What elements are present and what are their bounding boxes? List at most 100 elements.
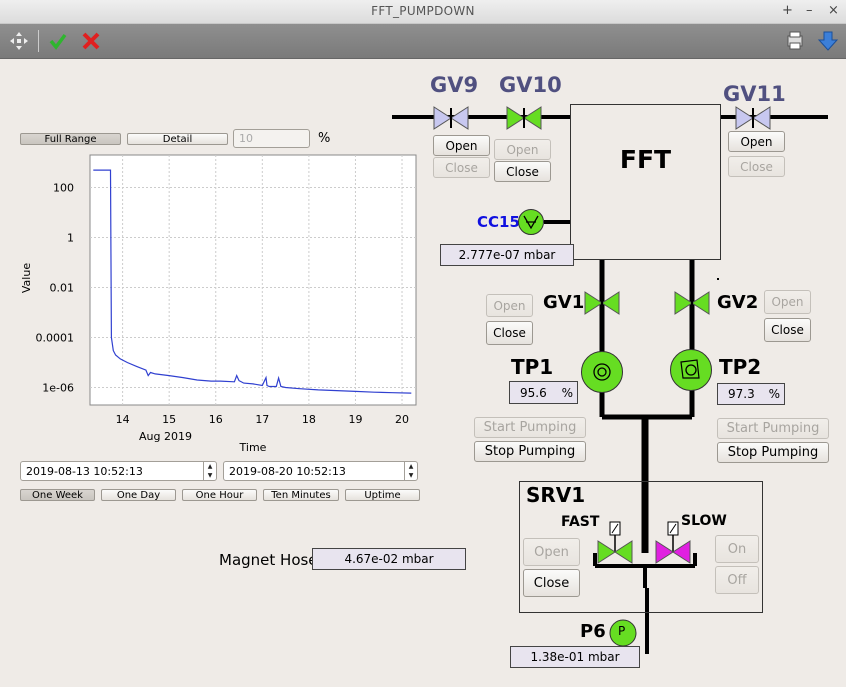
srv1-fast-valve-icon[interactable] [597, 520, 633, 564]
gv2-valve-icon[interactable] [674, 291, 710, 315]
srv1-fast-label: FAST [561, 514, 600, 530]
p6-label: P6 [580, 621, 606, 642]
gv11-label: GV11 [723, 82, 786, 106]
gv1-valve-icon[interactable] [584, 291, 620, 315]
close-icon[interactable] [80, 30, 102, 52]
full-range-button[interactable]: Full Range [20, 133, 121, 145]
gv10-open-button[interactable]: Open [494, 139, 551, 160]
cc15-label: CC15 [477, 213, 520, 231]
close-window-button[interactable]: × [828, 3, 839, 18]
tp2-start-button[interactable]: Start Pumping [717, 418, 829, 439]
end-time-input[interactable]: 2019-08-20 10:52:13 ▲▼ [223, 461, 418, 481]
gv9-label: GV9 [430, 73, 479, 97]
x-tick-label: 17 [255, 413, 269, 426]
maximize-button[interactable]: + [782, 3, 793, 18]
gv9-open-button[interactable]: Open [433, 135, 490, 156]
x-tick-label: 19 [348, 413, 362, 426]
minimize-button[interactable]: – [806, 3, 813, 18]
tp1-speed-unit: % [561, 385, 573, 400]
srv1-open-button[interactable]: Open [523, 538, 580, 566]
tp2-pump-icon[interactable] [669, 348, 713, 392]
y-axis-label: Value [20, 263, 33, 293]
y-tick-label: 1 [67, 232, 74, 245]
p6-readout: 1.38e-01 mbar [510, 646, 640, 668]
gv9-close-button[interactable]: Close [433, 157, 490, 178]
plot-grid [90, 155, 416, 405]
x-tick-label: 20 [395, 413, 409, 426]
print-icon[interactable] [784, 30, 806, 52]
series-line [93, 169, 412, 394]
tp1-label: TP1 [511, 355, 554, 379]
tp1-start-button[interactable]: Start Pumping [474, 417, 586, 438]
tp1-stop-button[interactable]: Stop Pumping [474, 441, 586, 462]
tp2-speed-value: 97.3 [728, 387, 755, 401]
percent-label: % [318, 131, 331, 146]
tp1-speed-readout: 95.6 % [509, 381, 578, 404]
cc15-readout: 2.777e-07 mbar [440, 244, 574, 266]
one-day-button[interactable]: One Day [101, 489, 176, 501]
tp1-pump-icon[interactable] [580, 350, 624, 394]
p6-gauge-letter: P [618, 624, 626, 638]
plot-ticks: 14 15 16 17 18 19 20 100 1 0.01 0.0001 1e-06 [36, 182, 410, 426]
title-bar: FFT_PUMPDOWN + – × [0, 0, 846, 24]
srv1-slow-valve-icon[interactable] [655, 520, 691, 564]
srv1-close-button[interactable]: Close [523, 569, 580, 597]
y-tick-label: 0.0001 [36, 332, 75, 345]
tp1-speed-value: 95.6 [520, 385, 547, 400]
magnet-hose-label: Magnet Hose [219, 551, 318, 569]
end-time-spinner[interactable]: ▲▼ [404, 462, 417, 480]
gv11-open-button[interactable]: Open [728, 131, 785, 152]
one-week-button[interactable]: One Week [20, 489, 95, 501]
x-tick-label: 15 [162, 413, 176, 426]
download-icon[interactable] [817, 30, 839, 52]
srv1-slow-label: SLOW [681, 513, 727, 529]
tp2-stop-button[interactable]: Stop Pumping [717, 442, 829, 463]
range-percent-input[interactable]: 10 [233, 129, 310, 148]
gv11-close-button[interactable]: Close [728, 156, 785, 177]
toolbar-divider [38, 30, 39, 52]
x-tick-label: 16 [209, 413, 223, 426]
ten-minutes-button[interactable]: Ten Minutes [263, 489, 339, 501]
uptime-button[interactable]: Uptime [345, 489, 420, 501]
y-tick-label: 100 [53, 182, 74, 195]
tp2-speed-unit: % [768, 387, 780, 401]
x-tick-label: 14 [116, 413, 130, 426]
y-tick-label: 0.01 [50, 282, 75, 295]
gv10-close-button[interactable]: Close [494, 161, 551, 182]
gv1-open-button[interactable]: Open [486, 294, 533, 317]
tp2-speed-readout: 97.3 % [717, 383, 785, 405]
gv1-label: GV1 [543, 292, 585, 313]
start-time-value: 2019-08-13 10:52:13 [26, 464, 143, 478]
gv11-valve-icon[interactable] [735, 106, 771, 130]
y-tick-label: 1e-06 [42, 382, 74, 395]
check-icon[interactable] [47, 30, 69, 52]
toolbar [0, 24, 846, 59]
gv10-label: GV10 [499, 73, 562, 97]
one-hour-button[interactable]: One Hour [182, 489, 257, 501]
gv2-close-button[interactable]: Close [764, 318, 811, 342]
plot-area [89, 154, 417, 406]
gv1-close-button[interactable]: Close [486, 321, 533, 345]
gv2-open-button[interactable]: Open [764, 290, 811, 314]
fft-chamber: FFT [570, 104, 721, 260]
move-icon[interactable] [8, 30, 30, 52]
srv1-on-button[interactable]: On [715, 535, 759, 563]
end-time-value: 2019-08-20 10:52:13 [229, 464, 346, 478]
window-title: FFT_PUMPDOWN [371, 4, 475, 18]
x-tick-label: 18 [302, 413, 316, 426]
x-axis-label: Time [239, 441, 267, 454]
srv1-off-button[interactable]: Off [715, 566, 759, 594]
srv1-label: SRV1 [526, 483, 586, 507]
gv2-label: GV2 [717, 292, 759, 313]
start-time-spinner[interactable]: ▲▼ [203, 462, 216, 480]
magnet-hose-readout: 4.67e-02 mbar [312, 548, 466, 570]
srv1-box [519, 481, 763, 613]
gv9-valve-icon[interactable] [433, 106, 469, 130]
detail-button[interactable]: Detail [127, 133, 228, 145]
tp2-label: TP2 [719, 355, 762, 379]
start-time-input[interactable]: 2019-08-13 10:52:13 ▲▼ [20, 461, 217, 481]
chamber-label: FFT [619, 145, 672, 174]
gv10-valve-icon[interactable] [506, 106, 542, 130]
cc15-gauge-icon [518, 209, 544, 235]
